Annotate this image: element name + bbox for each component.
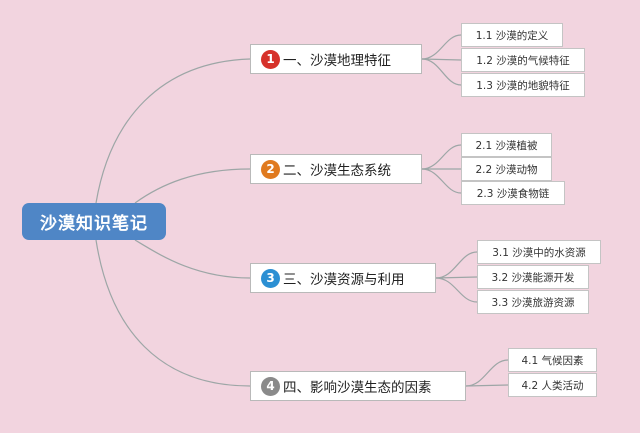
connector-1-1 bbox=[421, 34, 462, 60]
branch-topic-3[interactable]: 3 三、沙漠资源与利用 bbox=[250, 263, 436, 293]
connector-4-1 bbox=[465, 359, 509, 387]
subtopic-3-1[interactable]: 3.1 沙漠中的水资源 bbox=[477, 240, 601, 264]
number-badge-2: 2 bbox=[261, 159, 280, 179]
subtopic-1-3[interactable]: 1.3 沙漠的地貌特征 bbox=[461, 73, 585, 97]
number-badge-3: 3 bbox=[261, 268, 280, 288]
subtopic-2-1[interactable]: 2.1 沙漠植被 bbox=[461, 133, 552, 157]
root-topic-label: 沙漠知识笔记 bbox=[40, 214, 148, 234]
branch-label-1: 一、沙漠地理特征 bbox=[283, 53, 391, 69]
connector-root-branch-3 bbox=[134, 239, 251, 279]
connector-3-3 bbox=[435, 277, 478, 303]
subtopic-2-3[interactable]: 2.3 沙漠食物链 bbox=[461, 181, 565, 205]
connector-root-branch-2 bbox=[134, 168, 251, 204]
connector-2-1 bbox=[421, 144, 462, 170]
connector-root-branch-1 bbox=[95, 58, 251, 204]
root-topic[interactable]: 沙漠知识笔记 bbox=[22, 203, 166, 240]
number-badge-4: 4 bbox=[261, 376, 280, 396]
branch-topic-1[interactable]: 1 一、沙漠地理特征 bbox=[250, 44, 422, 74]
branch-label-3: 三、沙漠资源与利用 bbox=[283, 272, 405, 288]
branch-topic-4[interactable]: 4 四、影响沙漠生态的因素 bbox=[250, 371, 466, 401]
subtopic-1-1[interactable]: 1.1 沙漠的定义 bbox=[461, 23, 563, 47]
connector-root-branch-4 bbox=[95, 239, 251, 387]
branch-label-2: 二、沙漠生态系统 bbox=[283, 163, 391, 179]
connector-3-2 bbox=[435, 276, 478, 279]
branch-label-4: 四、影响沙漠生态的因素 bbox=[283, 380, 432, 396]
subtopic-2-2[interactable]: 2.2 沙漠动物 bbox=[461, 157, 552, 181]
connector-1-2 bbox=[421, 58, 462, 61]
subtopic-3-3[interactable]: 3.3 沙漠旅游资源 bbox=[477, 290, 589, 314]
branch-topic-2[interactable]: 2 二、沙漠生态系统 bbox=[250, 154, 422, 184]
connector-3-1 bbox=[435, 251, 478, 279]
connector-1-3 bbox=[421, 58, 462, 86]
subtopic-3-2[interactable]: 3.2 沙漠能源开发 bbox=[477, 265, 589, 289]
subtopic-4-1[interactable]: 4.1 气候因素 bbox=[508, 348, 597, 372]
subtopic-1-2[interactable]: 1.2 沙漠的气候特征 bbox=[461, 48, 585, 72]
connector-4-2 bbox=[465, 384, 509, 387]
connector-2-3 bbox=[421, 168, 462, 194]
number-badge-1: 1 bbox=[261, 49, 280, 69]
subtopic-4-2[interactable]: 4.2 人类活动 bbox=[508, 373, 597, 397]
